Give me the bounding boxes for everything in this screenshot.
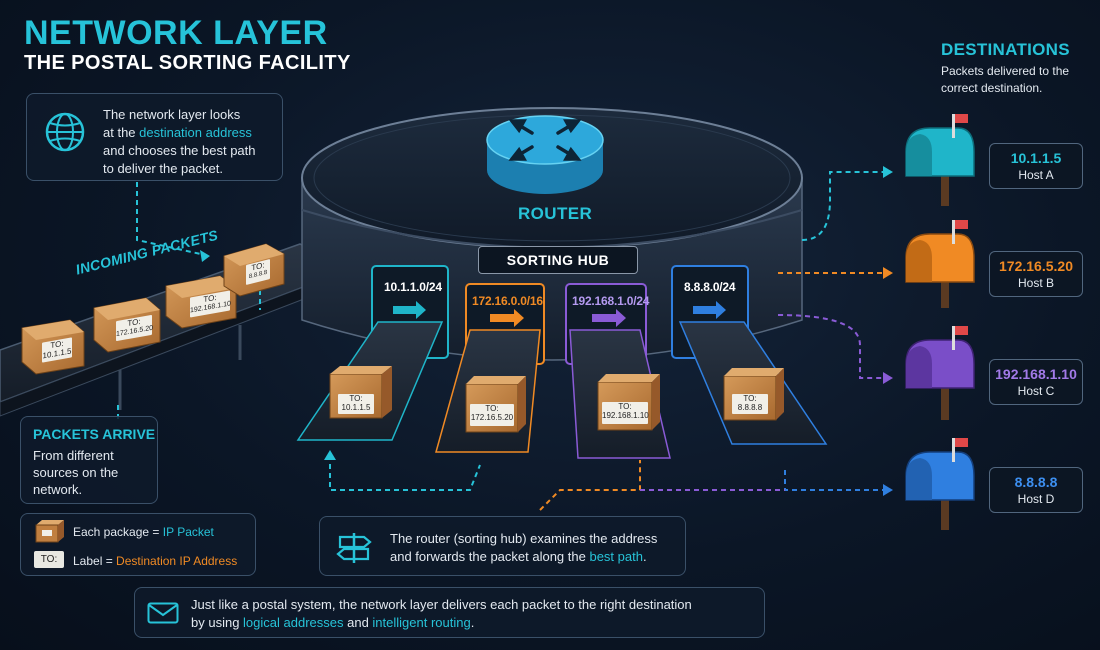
summary-text: Just like a postal system, the network l… (191, 597, 692, 630)
host-name: Host B (1017, 276, 1054, 290)
summary-panel: Just like a postal system, the network l… (134, 587, 765, 638)
router-label: ROUTER (518, 204, 593, 223)
host-ip: 172.16.5.20 (999, 258, 1073, 274)
flow-arrowheads (200, 166, 893, 496)
intro-highlight: destination address (139, 125, 252, 140)
router-arrows-icon (508, 119, 582, 161)
legend-package-text: Each package = IP Packet (73, 525, 214, 539)
route-package-1-label: TO:10.1.1.5 (338, 394, 374, 414)
envelope-icon (147, 602, 179, 624)
host-name: Host D (1017, 492, 1055, 506)
packets-arrive-heading: PACKETS ARRIVE (33, 426, 156, 442)
host-ip: 192.168.1.10 (995, 366, 1077, 382)
legend-panel: Each package = IP Packet TO: Label = Des… (20, 513, 256, 576)
host-name: Host A (1018, 168, 1054, 182)
sorting-hub-label: SORTING HUB (478, 246, 638, 274)
page-title: NETWORK LAYER (24, 14, 328, 52)
host-box-a: 10.1.1.5 Host A (989, 143, 1083, 189)
destinations-title: DESTINATIONS (941, 40, 1070, 59)
legend-tag-sample: TO: (34, 551, 64, 568)
host-box-d: 8.8.8.8 Host D (989, 467, 1083, 513)
route-label-3: 192.168.1.0/24 (572, 294, 650, 308)
mailbox-host-b (905, 220, 975, 308)
route-label-1: 10.1.1.0/24 (384, 280, 442, 294)
route-label-4: 8.8.8.0/24 (684, 280, 736, 294)
packets-arrive-text: From different sources on the network. (33, 448, 119, 497)
intro-panel: The network layer looks at the destinati… (26, 93, 283, 181)
legend-label-text: Label = Destination IP Address (73, 554, 238, 568)
destinations-description: Packets delivered to the correct destina… (941, 64, 1070, 95)
route-package-4-label: TO:8.8.8.8 (732, 394, 768, 414)
globe-icon (45, 112, 85, 152)
mailbox-host-d (905, 438, 975, 530)
router-note-panel: The router (sorting hub) examines the ad… (319, 516, 686, 576)
route-arrows (393, 301, 726, 327)
host-box-b: 172.16.5.20 Host B (989, 251, 1083, 297)
host-box-c: 192.168.1.10 Host C (989, 359, 1083, 405)
host-name: Host C (1017, 384, 1055, 398)
signpost-icon (336, 533, 372, 563)
mailbox-host-a (905, 114, 975, 206)
route-label-2: 172.16.0.0/16 (472, 294, 543, 308)
router-note-text: The router (sorting hub) examines the ad… (390, 531, 658, 564)
route-package-2-label: TO:172.16.5.20 (470, 404, 514, 426)
mailbox-host-c (905, 326, 975, 420)
page-subtitle: THE POSTAL SORTING FACILITY (24, 52, 351, 74)
packets-arrive-panel: PACKETS ARRIVE From different sources on… (20, 416, 158, 504)
intro-text: The network layer looks at the destinati… (103, 107, 256, 176)
host-ip: 10.1.1.5 (1010, 150, 1062, 166)
package-icon (35, 520, 64, 543)
host-ip: 8.8.8.8 (1014, 474, 1058, 490)
route-package-3-label: TO:192.168.1.10 (602, 402, 649, 424)
